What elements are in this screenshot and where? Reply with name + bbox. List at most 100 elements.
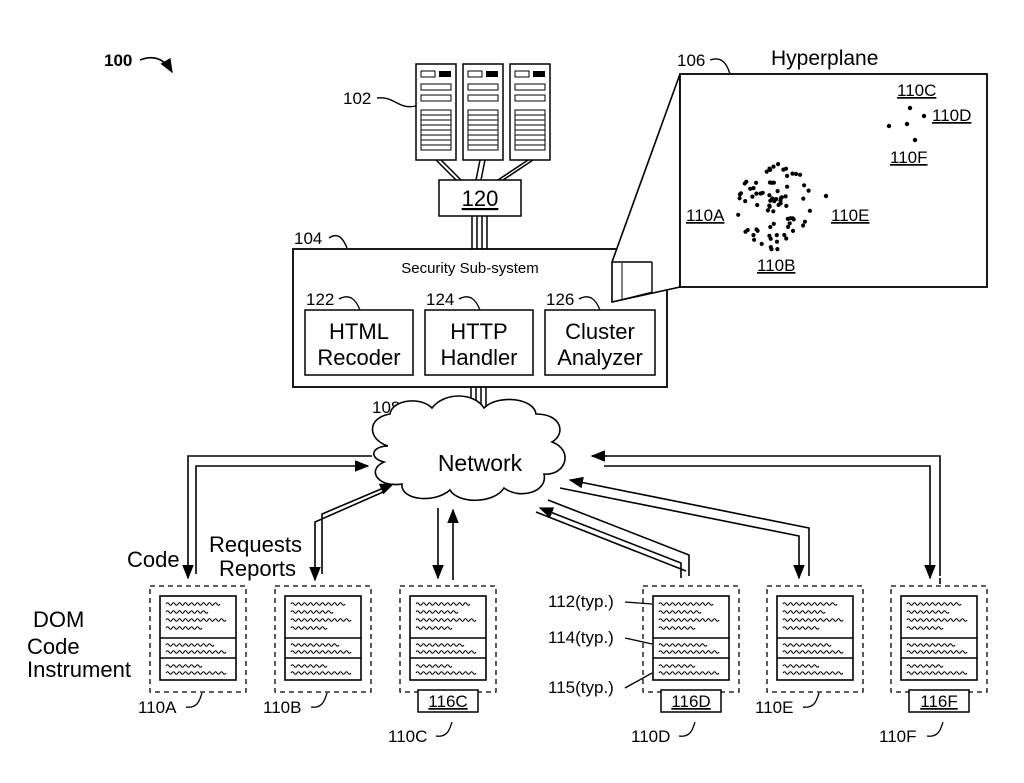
client-ref-leader <box>311 693 327 707</box>
callout-114: 114(typ.) <box>548 628 614 647</box>
hub-label: 120 <box>462 186 499 211</box>
cluster-point <box>736 213 740 217</box>
server-icon <box>416 64 456 160</box>
flow-label-reports: Reports <box>219 556 296 581</box>
server-ref: 102 <box>343 89 371 108</box>
hyperplane-label-110e: 110E <box>831 206 869 225</box>
code-line <box>907 619 967 622</box>
hyperplane-label-110b: 110B <box>757 256 795 275</box>
cluster-point <box>759 191 763 195</box>
cluster-point <box>748 187 752 191</box>
flow-label-requests: Requests <box>209 532 302 557</box>
cluster-point <box>785 185 789 189</box>
callout-115: 115(typ.) <box>548 678 614 697</box>
module-http-line2: Handler <box>440 345 517 370</box>
cluster-point <box>760 242 764 246</box>
module-html-line1: HTML <box>329 319 389 344</box>
client-ref-label: 110C <box>388 727 427 746</box>
hub-security-links <box>472 216 487 249</box>
code-line <box>291 651 351 654</box>
server-leader <box>377 98 416 107</box>
cluster-point <box>775 247 779 251</box>
cluster-point <box>784 194 788 198</box>
cluster-point <box>752 238 756 242</box>
cluster-point <box>754 227 758 231</box>
cluster-point <box>738 196 742 200</box>
code-line <box>783 619 843 622</box>
security-ref: 104 <box>294 229 322 248</box>
code-line <box>659 672 719 675</box>
cluster-point <box>801 223 805 227</box>
cluster-point <box>775 240 779 244</box>
legend-instrument: Instrument <box>27 657 131 682</box>
cluster-point <box>790 172 794 176</box>
code-line <box>659 619 719 622</box>
code-line <box>166 619 226 622</box>
code-line <box>166 651 226 654</box>
cluster-point <box>788 216 792 220</box>
client-ref-label: 110D <box>631 727 670 746</box>
hyperplane-label-110d: 110D <box>932 106 971 125</box>
client-110a: 110A <box>138 586 246 717</box>
cluster-point <box>798 173 802 177</box>
cluster-point <box>769 247 773 251</box>
cluster-point <box>788 221 792 225</box>
server-icon <box>463 64 503 160</box>
cluster-point <box>769 237 773 241</box>
cluster-point <box>767 204 771 208</box>
cluster-point <box>772 199 776 203</box>
callout-112-leader <box>625 602 652 604</box>
client-ref-label: 110A <box>138 698 177 717</box>
code-line <box>659 651 719 654</box>
cluster-point <box>738 192 742 196</box>
cluster-point <box>771 165 775 169</box>
client-ref-label: 110F <box>879 727 917 746</box>
cluster-point <box>794 172 798 176</box>
security-leader <box>329 236 347 248</box>
module-cluster-line1: Cluster <box>565 319 635 344</box>
client-ref-leader <box>186 693 202 707</box>
arrow-to-110b <box>315 492 383 580</box>
cluster-point <box>802 183 806 187</box>
client-ref-leader <box>803 693 819 707</box>
cluster-point <box>776 189 780 193</box>
server-icon <box>510 64 550 160</box>
server-cluster <box>416 64 550 160</box>
hyperplane-label-110f: 110F <box>890 148 928 167</box>
cluster-point <box>779 201 783 205</box>
code-line <box>416 672 476 675</box>
figure-number-arrow <box>140 58 172 72</box>
client-ref-leader <box>927 722 943 736</box>
cluster-point <box>754 192 758 196</box>
hyperplane-label-110c: 110C <box>897 81 936 100</box>
hyperplane-title: Hyperplane <box>771 47 878 70</box>
cluster-point <box>755 203 759 207</box>
cluster-point <box>743 230 747 234</box>
cluster-point <box>807 189 811 193</box>
client-110b: 110B <box>263 586 371 717</box>
cluster-point <box>768 225 772 229</box>
client-ref-label: 110E <box>755 698 793 717</box>
cluster-point <box>791 229 795 233</box>
client-110d: 116D110D <box>631 586 739 746</box>
security-title: Security Sub-system <box>401 260 539 277</box>
client-tag-label: 116D <box>671 692 710 711</box>
callout-112: 112(typ.) <box>548 592 614 611</box>
code-line <box>907 672 967 675</box>
callout-114-leader <box>625 638 652 644</box>
client-110e: 110E <box>755 586 863 717</box>
legend-dom: DOM <box>33 607 84 632</box>
server-hub-links <box>436 160 533 180</box>
cluster-point <box>766 208 770 212</box>
code-line <box>291 619 351 622</box>
code-line <box>166 672 226 675</box>
hyperplane-ref: 106 <box>677 51 705 70</box>
cluster-point <box>754 181 758 185</box>
cluster-point <box>751 233 755 237</box>
cluster-point <box>772 222 776 226</box>
client-ref-leader <box>436 722 452 736</box>
legend-code: Code <box>27 634 80 659</box>
hyperplane-projection <box>612 74 987 302</box>
